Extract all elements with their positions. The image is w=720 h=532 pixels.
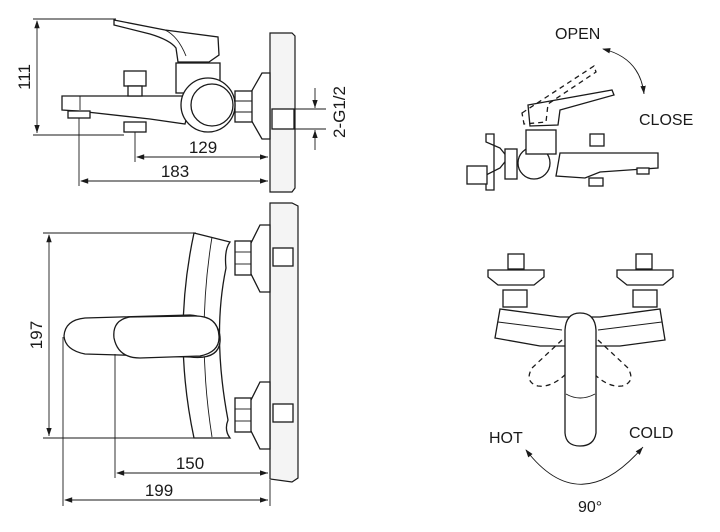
spout-side [61,95,191,125]
escutcheon-oc [485,133,509,191]
rotation-angle-label: 90° [578,499,602,516]
wall-section-top [269,202,299,483]
nut-top-upper [234,240,252,276]
open-label: OPEN [555,26,600,43]
lever-side [113,19,220,63]
wall-fitting-top-lower [272,403,294,423]
handle-hot-position [528,339,581,387]
escutcheon-hc-right [616,269,674,286]
aerator-side [67,110,91,119]
dim-overall-depth-side: 183 [161,162,189,181]
escutcheon-hc-left [487,269,545,286]
dim-height-side: 111 [15,64,34,90]
handle-hc-center [564,312,597,447]
spout-oc [555,152,659,179]
dim-handle-to-wall: 150 [176,454,204,473]
escutcheon-top-lower [249,381,271,450]
handle-cold-position [579,339,632,387]
dim-width-top: 197 [27,321,46,349]
escutcheon-side [249,72,271,140]
open-close-view: OPEN CLOSE [466,26,693,191]
hot-cold-rotation-arrow [525,446,644,485]
lever-closed-oc [527,89,615,127]
top-view: 197 150 199 [27,202,299,506]
dim-overall-depth-top: 199 [145,481,173,500]
side-view: 111 129 183 2-G1/2 [15,18,349,193]
cold-label: COLD [629,425,673,442]
nut-top-lower [234,397,252,433]
hot-cold-view: HOT COLD 90° [487,253,674,516]
nut-side [234,90,253,123]
diverter-knob-side [123,70,147,87]
dim-spout-to-wall: 129 [189,138,217,157]
close-label: CLOSE [639,112,693,129]
diverter-bottom-side [123,121,147,133]
dim-connection: 2-G1/2 [330,86,349,138]
wall-fitting-top-upper [272,247,294,267]
wall-fitting-side [271,108,295,130]
lever-open-oc [521,64,597,125]
escutcheon-top-upper [249,224,271,293]
hot-label: HOT [489,430,523,447]
open-close-arrow [602,48,646,95]
